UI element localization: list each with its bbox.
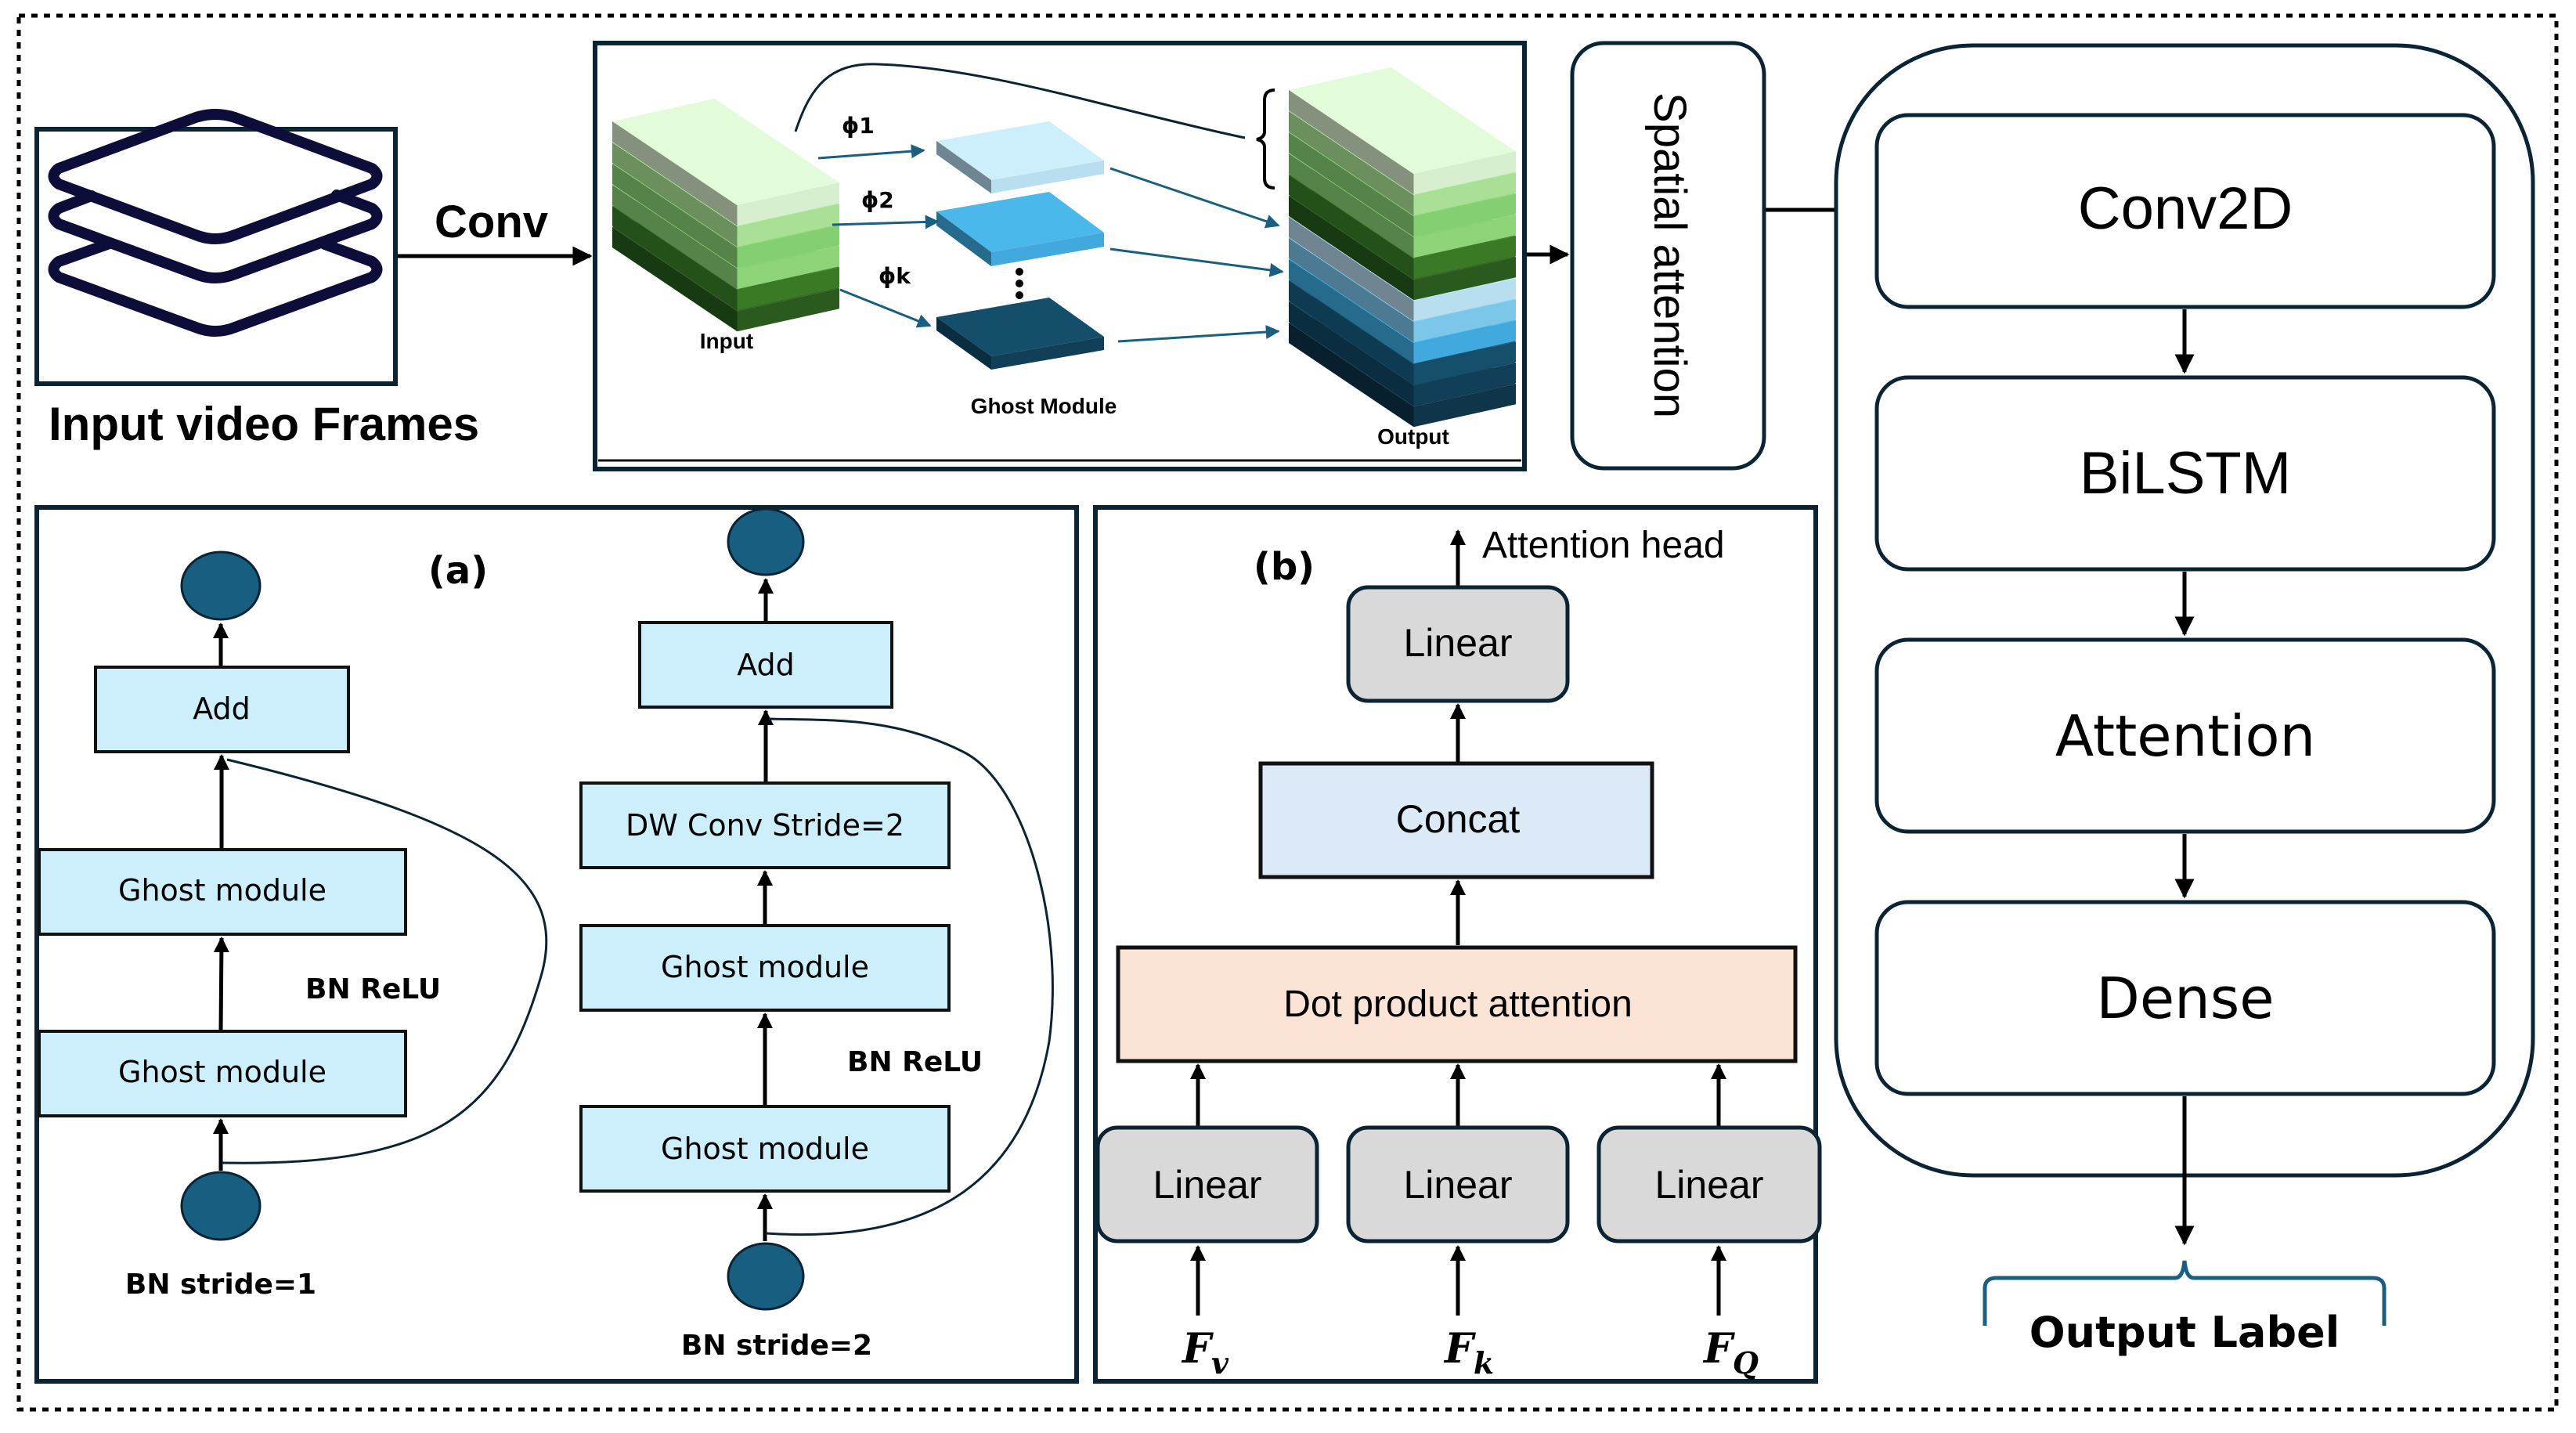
left-bn-stride-label: BN stride=1 [125,1269,316,1301]
ghost-feature-map-2 [936,192,1104,266]
output-brace [1983,1260,2387,1326]
input-feature-stack [612,99,839,332]
left-bn-relu-label: BN ReLU [305,973,441,1005]
fk-input-label: Fk [1443,1325,1494,1381]
left-ghost-module-1-box [38,848,407,936]
linear-k-box [1346,1125,1570,1243]
phi-2-label: ϕ2 [861,187,894,213]
left-top-node [180,550,262,621]
ghost-k-out-arrow [1117,325,1280,343]
input-video-frames-label: Input video Frames [49,398,479,450]
concat-label: Concat [1396,797,1521,841]
dot-product-attention-box [1116,945,1798,1063]
right-ghost-module-1-box [579,924,951,1012]
panel-b: (b) Attention head Linear Concat Dot pro… [1093,505,1822,1384]
right-ghost-module-1-label: Ghost module [661,950,869,984]
right-add-box [638,621,893,709]
conv2d-box [1874,113,2496,309]
fk-main: F [1443,1325,1476,1373]
right-ghost-module-2-label: Ghost module [661,1132,869,1166]
right-add-label: Add [737,648,795,682]
right-dw-conv-box [579,781,951,869]
phi-1-arrow [817,144,925,160]
left-ghost-module-2-box [38,1030,407,1117]
fq-main: F [1702,1325,1735,1373]
input-section: Input video Frames Conv [34,109,593,450]
left-bottom-node [180,1171,262,1241]
phi-2-arrow [832,215,940,229]
linear-q-box [1596,1125,1822,1243]
layers-icon [48,109,383,337]
right-dw-conv-label: DW Conv Stride=2 [626,808,904,843]
ghost-module-panel: Input Ghost Module ϕ1 ϕ2 ϕk [593,41,1570,471]
output-slab-1 [1289,67,1516,195]
fv-sub: v [1211,1345,1229,1381]
bilstm-label: BiLSTM [2080,440,2291,507]
fv-input-label: Fv [1181,1325,1229,1381]
output-label: Output Label [2029,1308,2340,1357]
dot-product-attention-label: Dot product attention [1283,984,1633,1025]
output-stack-label: Output [1377,424,1449,449]
outer-dashed-frame [16,13,2559,1412]
ghost-module-label: Ghost Module [971,394,1117,418]
spatial-attention-label: Spatial attention [1644,92,1695,418]
attention-box [1874,637,2496,834]
linear-top-box [1346,585,1570,703]
bilstm-box [1874,375,2496,572]
linear-input-k: Linear Fk [1346,1063,1570,1381]
linear-top-label: Linear [1404,621,1513,665]
left-add-box [94,666,350,753]
output-feature-stack [1289,67,1516,428]
right-ghost-module-2-box [579,1105,951,1193]
conv-label: Conv [435,197,548,247]
ghost-feature-map-1 [936,121,1104,193]
phi-k-label: ϕk [879,263,911,289]
concat-box [1258,761,1654,879]
left-add-label: Add [193,691,251,726]
phi-1-label: ϕ1 [842,113,875,139]
conv2d-label: Conv2D [2078,175,2293,242]
attention-label: Attention [2055,703,2315,769]
left-ghost-module-2-label: Ghost module [118,1055,327,1089]
spatial-attention-block: Spatial attention [1570,41,1875,471]
input-slab-1 [612,99,839,226]
fv-main: F [1181,1325,1214,1373]
ghost-2-out-arrow [1109,247,1284,277]
left-ghost-module-1-label: Ghost module [118,873,327,908]
linear-v-box [1095,1125,1319,1243]
identity-curve [794,63,1246,139]
right-top-node [727,507,805,576]
right-bn-relu-label: BN ReLU [847,1046,983,1078]
fq-sub: Q [1733,1345,1759,1381]
spatial-attention-box [1570,41,1766,471]
ghost-feature-map-k [936,298,1104,370]
fk-sub: k [1474,1345,1494,1381]
linear-input-v: Linear Fv [1095,1063,1319,1381]
fq-input-label: FQ [1702,1325,1759,1381]
pipeline-container: Conv2D BiLSTM Attention Dense Output Lab… [1834,43,2535,1357]
panel-a-tag: (a) [428,549,488,593]
dense-box [1874,900,2496,1096]
panel-a: (a) Add Ghost module BN ReLU Ghost modul… [34,505,1079,1384]
ghost-dots [1016,268,1023,299]
left-gm2-to-gm1-arrow [213,937,229,1032]
right-skip-connection [765,717,1054,1236]
ghost-1-out-arrow [1109,167,1280,229]
panel-b-tag: (b) [1254,545,1315,589]
attention-head-label: Attention head [1482,525,1725,566]
input-frames-box [34,127,398,386]
identity-brace [1256,88,1275,190]
linear-input-q: Linear FQ [1596,1063,1822,1381]
linear-v-label: Linear [1153,1163,1262,1207]
dense-label: Dense [2096,966,2274,1031]
linear-k-label: Linear [1404,1163,1513,1207]
phi-k-arrow [839,288,932,328]
right-bottom-node [727,1242,805,1311]
left-skip-connection [221,758,548,1164]
input-stack-label: Input [700,329,753,353]
right-bn-stride-label: BN stride=2 [681,1330,872,1362]
linear-q-label: Linear [1655,1163,1764,1207]
